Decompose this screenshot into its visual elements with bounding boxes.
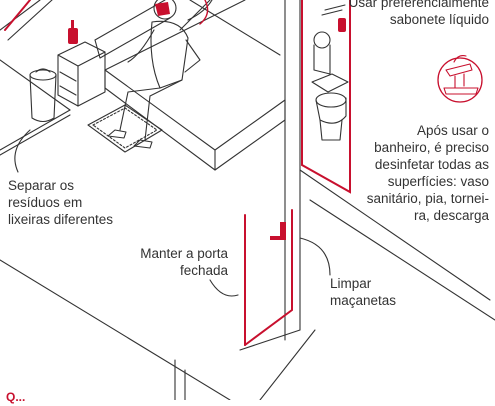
bathroom-label-line-5: sanitário, pia, tornei-: [366, 191, 489, 206]
door-label: Manter a porta fechada: [108, 245, 228, 279]
bathroom-label: Após usar o banheiro, é preciso desinfet…: [367, 122, 489, 224]
door-label-line-1: Manter a porta: [140, 246, 228, 261]
trash-label-line-3: lixeiras diferentes: [8, 212, 114, 227]
sink-icon: [321, 4, 346, 16]
soap-bottle-pump: [71, 20, 74, 28]
bathroom-label-line-2: banheiro, é preciso: [374, 140, 489, 155]
toilet-icon: [311, 73, 349, 141]
doorknob-label-line-2: maçanetas: [330, 293, 397, 308]
corner-label: Q...: [6, 390, 26, 404]
nightstand-icon: [57, 41, 106, 107]
bathroom-label-line-3: desinfetar todas as: [374, 157, 489, 172]
faucet-icon-ring: [437, 57, 483, 103]
wall-accent: [4, 0, 31, 31]
soap-label: Usar preferencialmente sabonete líquido: [349, 0, 489, 28]
doorknob-label: Limpar maçanetas: [330, 275, 396, 309]
soap-bottle-icon: [68, 28, 78, 44]
soap-label-line-1: Usar preferencialmente: [348, 0, 489, 10]
arc-accent: [199, 0, 209, 25]
trash-label: Separar os resíduos em lixeiras diferent…: [8, 177, 113, 228]
towel-icon: [313, 31, 331, 75]
bathroom-label-line-1: Após usar o: [416, 123, 489, 138]
door-frame: [244, 209, 293, 346]
trash-bin-icon: [29, 68, 57, 123]
leader-lines: [14, 0, 331, 297]
door-label-line-2: fechada: [179, 263, 228, 278]
doorknob-label-line-1: Limpar: [330, 276, 372, 291]
soap-bottle-bath-icon: [338, 18, 346, 32]
trash-label-line-2: resíduos em: [8, 195, 83, 210]
rug-icon: [87, 104, 163, 153]
bathroom-label-line-6: ra, descarga: [413, 208, 489, 223]
doorknob-handle: [270, 236, 284, 240]
person-icon: [107, 0, 201, 149]
doorknob-icon: [280, 222, 286, 240]
soap-label-line-2: sabonete líquido: [389, 12, 489, 27]
bathroom-door-frame: [301, 0, 351, 194]
face-mask: [155, 2, 170, 16]
bathroom-label-line-4: superfícies: vaso: [387, 174, 489, 189]
bed-icon: [94, 0, 286, 171]
faucet-cleaning-icon: [443, 55, 479, 95]
trash-label-line-1: Separar os: [8, 178, 75, 193]
